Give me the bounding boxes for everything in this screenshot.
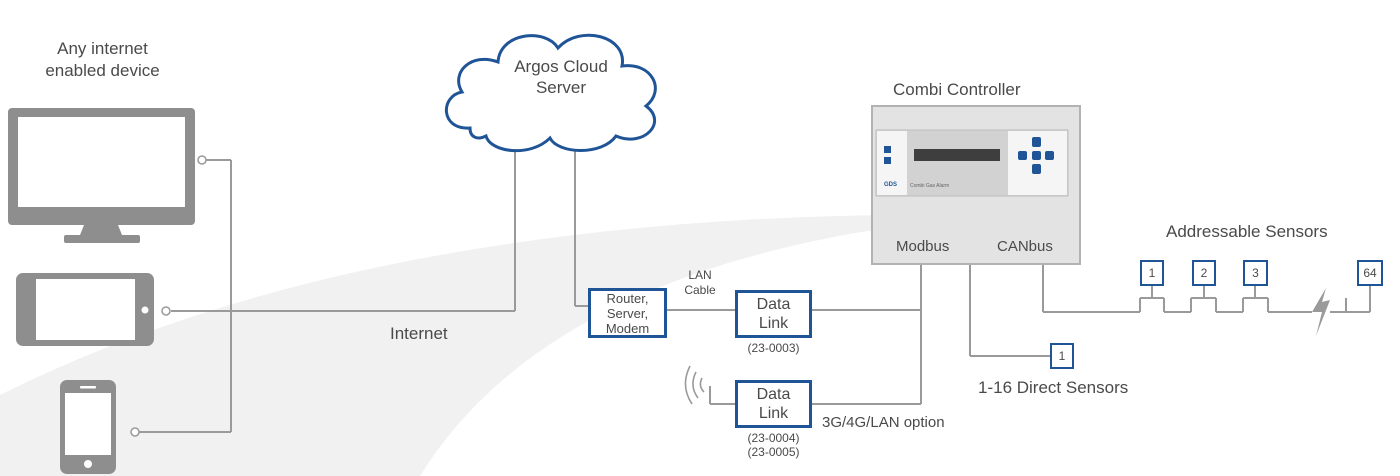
background-swoosh xyxy=(0,214,1000,476)
direct-sensor-box: 1 xyxy=(1050,343,1074,369)
controller-brand: GDS xyxy=(884,182,898,188)
addressable-sensor-box: 64 xyxy=(1357,260,1383,286)
router-box: Router, Server, Modem xyxy=(588,288,667,338)
addressable-sensor-box: 1 xyxy=(1140,260,1164,286)
cloud-label-line1: Argos Cloud xyxy=(514,57,608,76)
data-link-line2: Link xyxy=(758,315,789,332)
data-link-wireless-box: Data Link xyxy=(735,380,812,428)
lan-cable-label: LAN Cable xyxy=(672,268,728,298)
router-line3: Modem xyxy=(605,320,650,336)
router-line1: Router, xyxy=(606,290,649,306)
router-line2: Server, xyxy=(606,305,649,321)
data-link-part-number: (23-0003) xyxy=(747,341,800,355)
port-circles xyxy=(130,155,207,437)
devices-heading-line1: Any internet xyxy=(57,39,148,58)
controller-panel-text: Combi Gas Alarm xyxy=(910,183,950,189)
lan-cable-line1: LAN xyxy=(688,268,712,282)
data-link-wireless-line2: Link xyxy=(758,405,789,422)
addressable-sensor-box: 2 xyxy=(1192,260,1216,286)
wifi-signal-icon xyxy=(684,365,705,405)
modbus-port-label: Modbus xyxy=(896,238,950,255)
addressable-sensor-box: 3 xyxy=(1243,260,1268,286)
cloud-shape xyxy=(445,33,657,153)
data-link-wireless-line1: Data xyxy=(756,386,791,403)
smartphone-icon xyxy=(60,380,116,474)
lan-cable-line2: Cable xyxy=(684,283,716,297)
addressable-sensors-label: Addressable Sensors xyxy=(1166,222,1328,241)
data-link-line1: Data xyxy=(756,296,791,313)
canbus-port-label: CANbus xyxy=(997,238,1053,255)
wireless-option-label: 3G/4G/LAN option xyxy=(822,414,945,431)
data-link-box: Data Link xyxy=(735,290,812,338)
cloud-label-line2: Server xyxy=(535,78,587,97)
monitor-icon xyxy=(8,108,195,243)
connection-lines xyxy=(139,136,1347,433)
devices-heading-line2: enabled device xyxy=(45,61,160,80)
direct-sensors-label: 1-16 Direct Sensors xyxy=(978,378,1129,397)
tablet-icon xyxy=(16,273,154,346)
controller-title: Combi Controller xyxy=(893,80,1021,99)
internet-label: Internet xyxy=(390,324,448,343)
combi-controller xyxy=(871,105,1081,265)
devices-heading: Any internet enabled device xyxy=(0,38,205,82)
cloud-label: Argos Cloud Server xyxy=(476,56,646,98)
data-link-wireless-part1: (23-0004) xyxy=(747,431,800,445)
data-link-wireless-part-numbers: (23-0004) (23-0005) xyxy=(725,431,822,459)
data-link-wireless-part2: (23-0005) xyxy=(747,445,800,459)
